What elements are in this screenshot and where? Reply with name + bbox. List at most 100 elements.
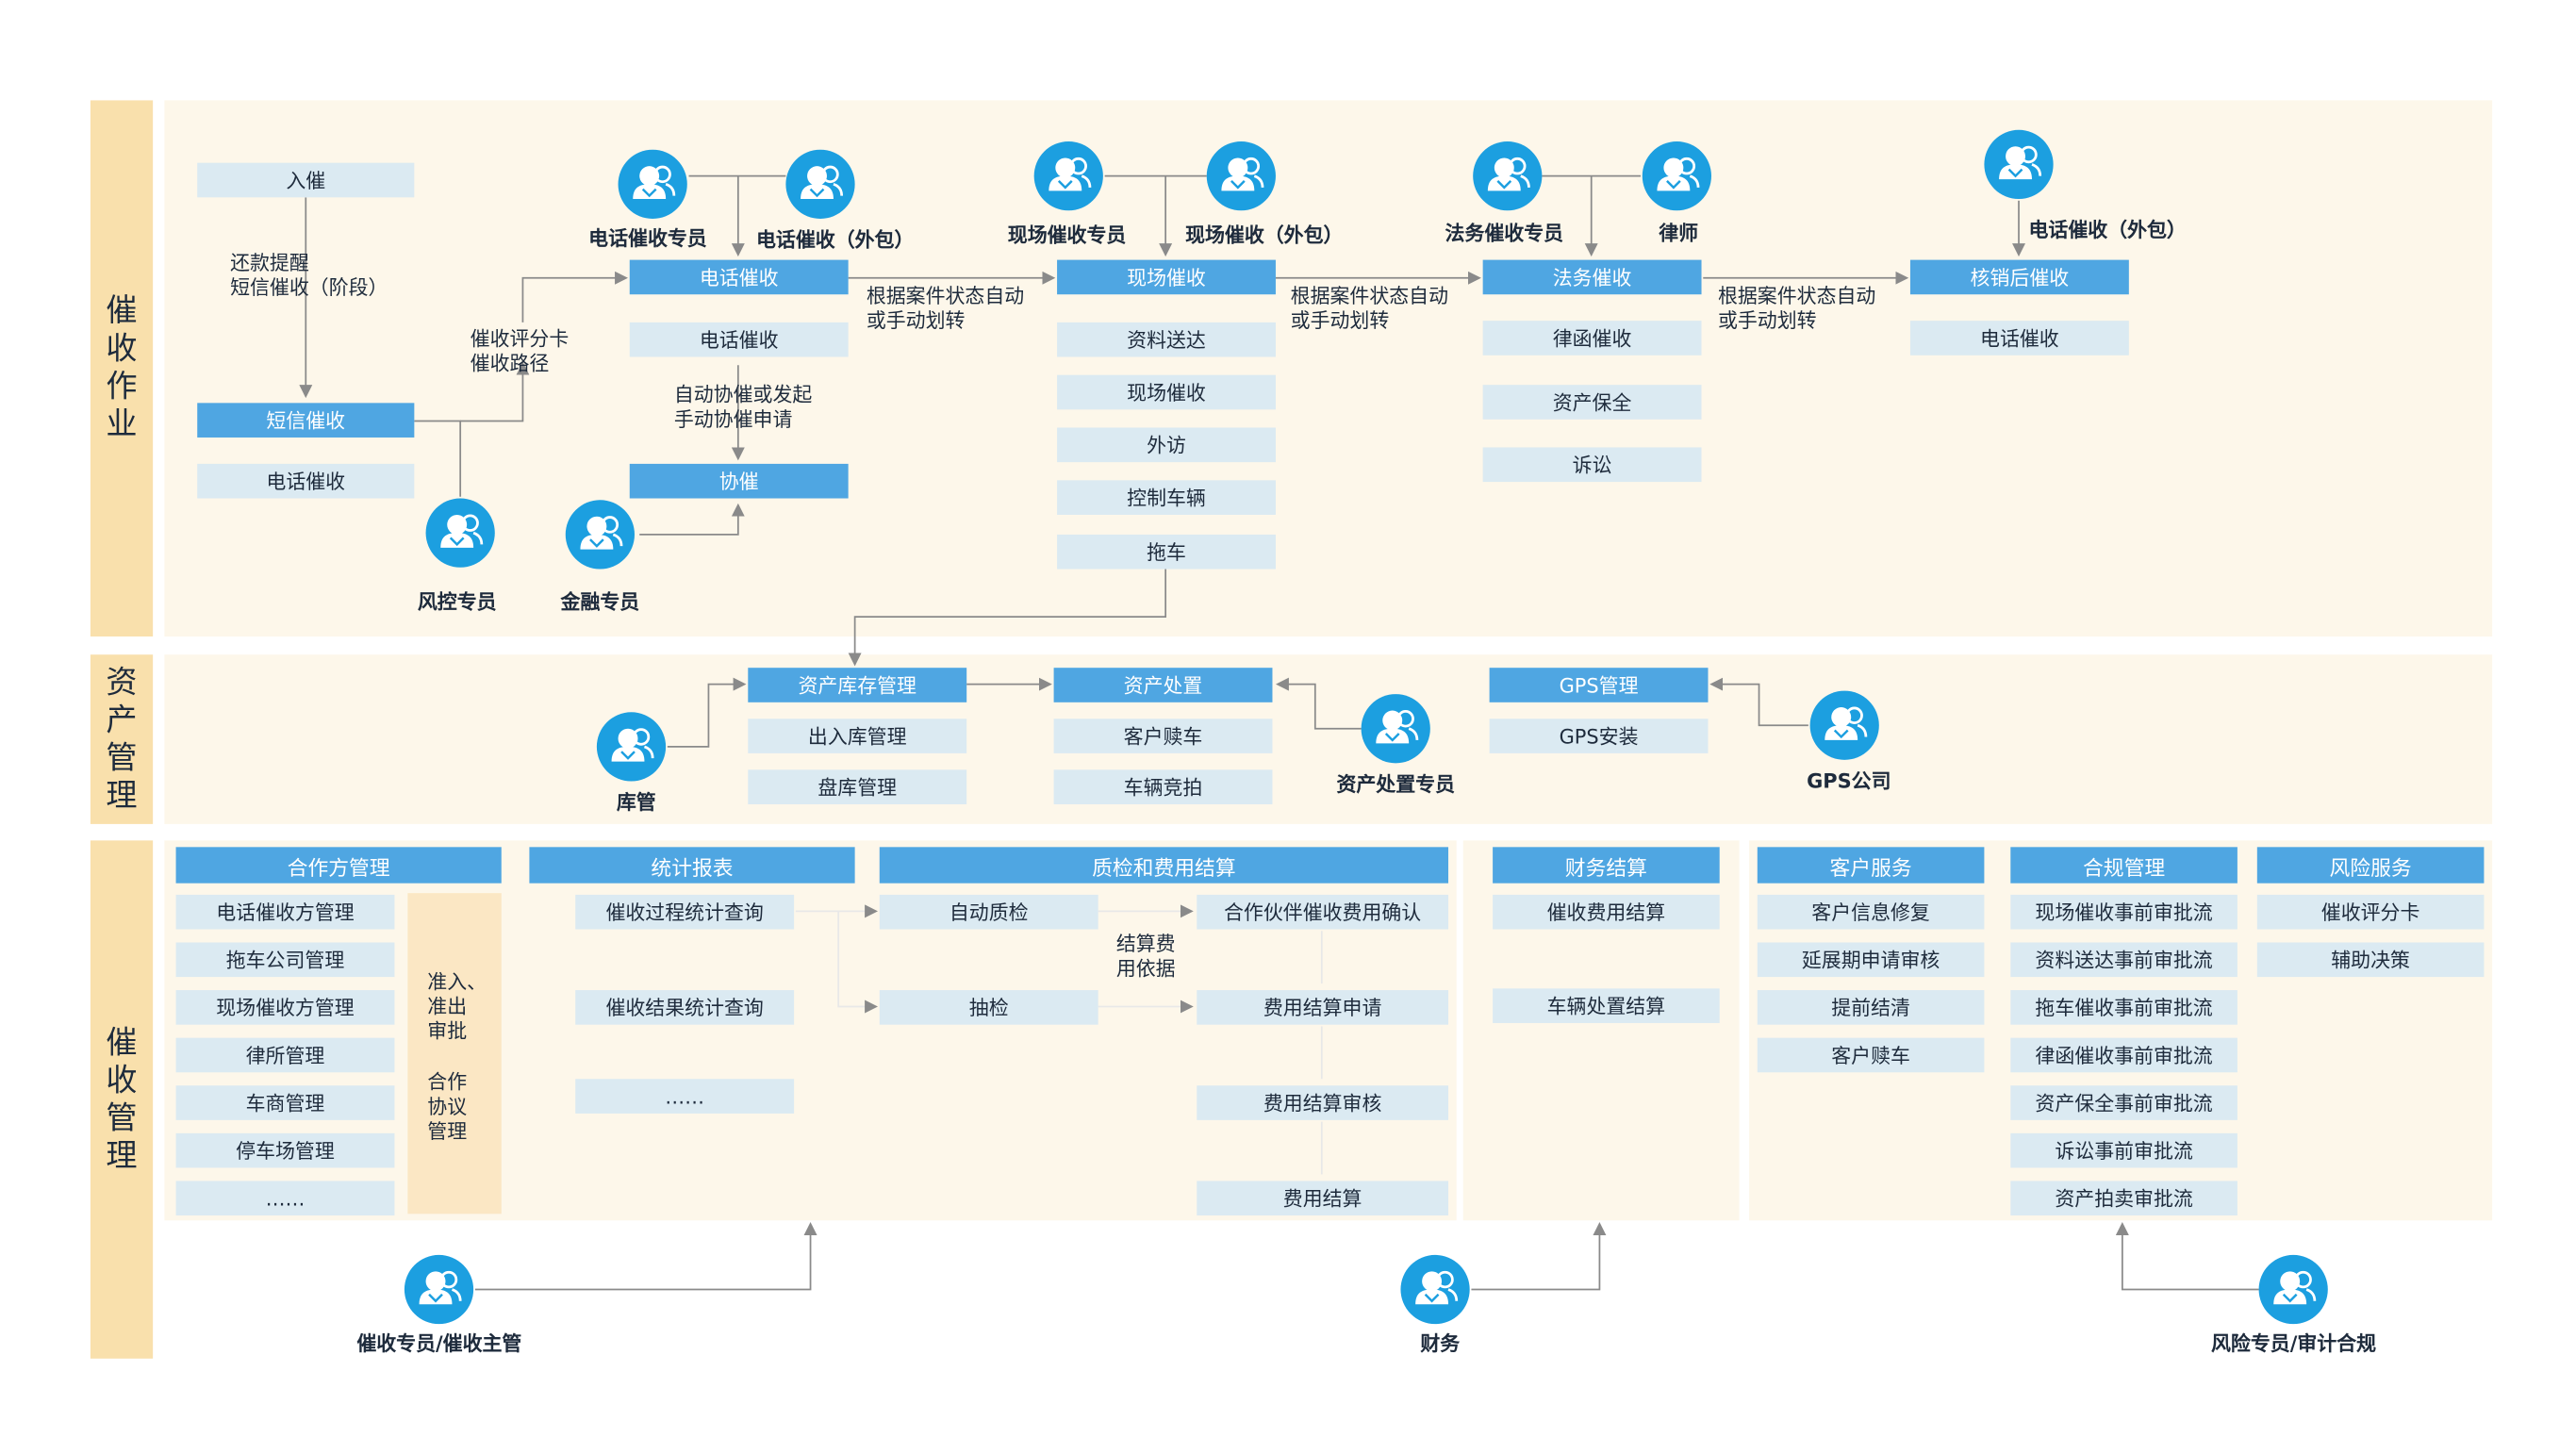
risk-item: 催收评分卡 (2256, 894, 2485, 930)
stats-item: 催收结果统计查询 (575, 990, 795, 1025)
person-label: 风险专员/审计合规 (2211, 1331, 2377, 1356)
legal-item: 诉讼 (1482, 447, 1702, 483)
service-item: 客户赎车 (1757, 1037, 1985, 1073)
person-icon (425, 498, 495, 568)
stats-item: 催收过程统计查询 (575, 894, 795, 930)
partner-item: 拖车公司管理 (175, 942, 395, 978)
qc-right-item: 费用结算审核 (1197, 1085, 1449, 1120)
compliance-header: 合规管理 (2010, 847, 2237, 884)
compliance-item: 诉讼事前审批流 (2010, 1132, 2237, 1168)
qc-header: 质检和费用结算 (879, 847, 1449, 884)
lane-title: 资产管理 (106, 663, 138, 814)
legal-collection-box: 法务催收 (1482, 259, 1702, 295)
qc-right-item: 费用结算 (1197, 1181, 1449, 1216)
partner-side-a: 准入、 准出 审批 (427, 970, 487, 1043)
risk-item: 辅助决策 (2256, 942, 2485, 978)
finance-item: 催收费用结算 (1493, 894, 1720, 930)
ruchui-box: 入催 (197, 162, 415, 198)
field-item: 拖车 (1057, 534, 1276, 570)
field-item: 控制车辆 (1057, 480, 1276, 515)
inventory-item: 盘库管理 (748, 769, 967, 804)
inventory-item: 出入库管理 (748, 719, 967, 753)
stats-item: …… (575, 1079, 795, 1114)
field-collection-box: 现场催收 (1057, 259, 1276, 295)
lane-collection-ops-bg (164, 100, 2493, 637)
assist-box: 协催 (629, 463, 849, 499)
person-label: 现场催收（外包） (1185, 223, 1344, 247)
person-icon (1809, 690, 1879, 760)
legal-item: 律函催收 (1482, 321, 1702, 355)
person-label: 电话催收专员 (588, 226, 707, 251)
disposal-item: 车辆竞拍 (1053, 769, 1273, 804)
transfer-note: 根据案件状态自动 或手动划转 (866, 284, 1025, 333)
compliance-item: 资产拍卖审批流 (2010, 1181, 2237, 1216)
gps-box: GPS管理 (1489, 668, 1709, 702)
person-icon (565, 500, 635, 570)
person-icon (785, 149, 855, 219)
service-item: 客户信息修复 (1757, 894, 1985, 930)
writeoff-box: 核销后催收 (1909, 259, 2129, 295)
disposal-box: 资产处置 (1053, 668, 1273, 702)
person-icon (596, 712, 667, 782)
partner-side-b: 合作 协议 管理 (427, 1070, 468, 1144)
auto-assist-note: 自动协催或发起 手动协催申请 (673, 383, 813, 432)
finance-header: 财务结算 (1493, 847, 1720, 884)
partner-item: 电话催收方管理 (175, 894, 395, 930)
stats-header: 统计报表 (529, 847, 855, 884)
legal-item: 资产保全 (1482, 385, 1702, 420)
person-icon (1400, 1254, 1470, 1325)
lane-label-collection-mgmt: 催收管理 (90, 840, 154, 1359)
compliance-item: 资料送达事前审批流 (2010, 942, 2237, 978)
partner-item: 现场催收方管理 (175, 990, 395, 1025)
partner-item: 停车场管理 (175, 1132, 395, 1168)
person-label: 现场催收专员 (1007, 223, 1127, 247)
qc-right-item: 费用结算申请 (1197, 990, 1449, 1025)
person-label: 风控专员 (417, 590, 497, 614)
disposal-item: 客户赎车 (1053, 719, 1273, 753)
person-label: 电话催收（外包） (756, 228, 915, 252)
person-label: 资产处置专员 (1336, 772, 1456, 797)
phone-collection-sub-box: 电话催收 (629, 322, 849, 357)
partner-item: 律所管理 (175, 1037, 395, 1073)
finance-item: 车辆处置结算 (1493, 988, 1720, 1023)
transfer-note: 根据案件状态自动 或手动划转 (1290, 284, 1449, 333)
writeoff-item-box: 电话催收 (1909, 321, 2129, 355)
person-icon (1361, 694, 1430, 764)
person-icon (1642, 141, 1711, 211)
service-item: 提前结清 (1757, 990, 1985, 1025)
service-header: 客户服务 (1757, 847, 1985, 884)
scorecard-note: 催收评分卡 催收路径 (470, 327, 570, 375)
person-label: GPS公司 (1807, 769, 1891, 793)
reminder-note: 还款提醒 短信催收（阶段） (230, 251, 388, 300)
person-label: 电话催收（外包） (2028, 218, 2187, 242)
person-icon (1033, 141, 1103, 211)
person-icon (1473, 141, 1543, 211)
person-label: 催收专员/催收主管 (356, 1331, 522, 1356)
compliance-item: 拖车催收事前审批流 (2010, 990, 2237, 1025)
person-icon (404, 1254, 474, 1325)
compliance-item: 现场催收事前审批流 (2010, 894, 2237, 930)
field-item: 外访 (1057, 427, 1276, 463)
qc-left-item: 抽检 (879, 990, 1098, 1025)
qc-right-item: 合作伙伴催收费用确认 (1197, 894, 1449, 930)
person-icon (1984, 129, 2054, 200)
lane-title: 催收作业 (106, 292, 138, 443)
lane-asset-mgmt-bg (164, 654, 2493, 824)
compliance-item: 资产保全事前审批流 (2010, 1085, 2237, 1120)
partner-item: …… (175, 1181, 395, 1216)
qc-left-item: 自动质检 (879, 894, 1098, 930)
lane-label-collection-ops: 催收作业 (90, 100, 154, 637)
person-label: 金融专员 (560, 590, 640, 614)
field-item: 现场催收 (1057, 374, 1276, 410)
gps-item: GPS安装 (1489, 719, 1709, 753)
phone-collection-box: 电话催收 (629, 259, 849, 295)
person-label: 法务催收专员 (1445, 222, 1564, 245)
person-label: 律师 (1659, 222, 1699, 245)
person-icon (1206, 141, 1276, 211)
partner-side-panel (407, 893, 502, 1214)
service-item: 延展期申请审核 (1757, 942, 1985, 978)
person-label: 财务 (1420, 1331, 1461, 1356)
qc-basis-note: 结算费 用依据 (1115, 933, 1176, 981)
